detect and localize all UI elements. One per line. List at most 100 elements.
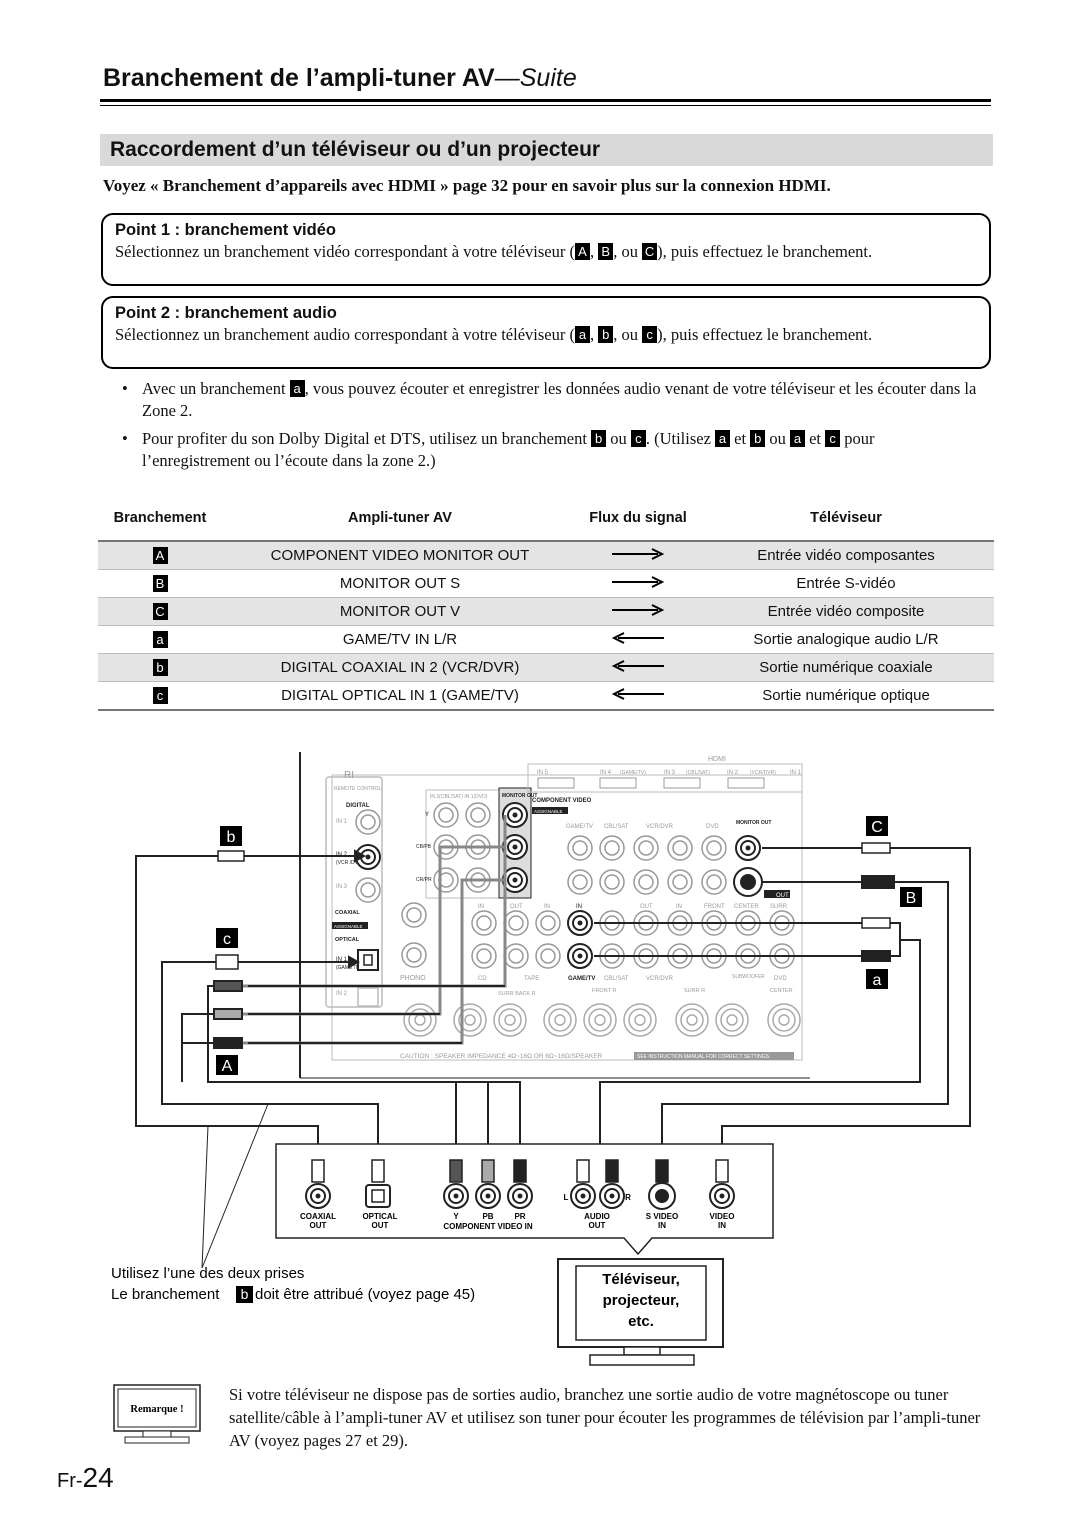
row-label: a: [152, 630, 168, 648]
panel-audio-center: CENTER: [734, 904, 759, 910]
table-row: a GAME/TV IN L/R Sortie analogique audio…: [98, 625, 994, 654]
point2-sep2: , ou: [613, 325, 643, 344]
callout-A: A: [222, 1058, 233, 1075]
connection-diagram: RI REMOTE CONTROL DIGITAL IN 1 IN 2 (VCR…: [111, 752, 971, 1366]
callout-C: C: [871, 819, 883, 836]
table-row: C MONITOR OUT V Entrée vidéo composite: [98, 597, 994, 626]
panel-video-cblsat: CBL/SAT: [604, 824, 629, 830]
row-label: A: [152, 546, 168, 564]
panel-hdmi-in3: IN 3: [664, 770, 676, 776]
point2-sep1: ,: [590, 325, 599, 344]
table-row: A COMPONENT VIDEO MONITOR OUT Entrée vid…: [98, 541, 994, 570]
row-tv: Entrée S-vidéo: [698, 569, 994, 598]
tv-video-in: IN: [718, 1221, 726, 1230]
label-b: b: [750, 430, 766, 447]
label-C: C: [642, 243, 658, 260]
panel-audio-tape: TAPE: [524, 976, 539, 982]
point2-text-a: Sélectionnez un branchement audio corres…: [115, 325, 575, 344]
panel-audio-dvd: DVD: [774, 976, 787, 982]
intro-text: Voyez « Branchement d’appareils avec HDM…: [103, 176, 831, 195]
bullet1-part2: , vous pouvez écouter et enregistrer les…: [142, 379, 977, 420]
cables: [135, 815, 971, 1269]
callout-c: c: [223, 931, 231, 948]
row-label: b: [152, 658, 168, 676]
tv-icon: Téléviseur, projecteur, etc.: [557, 1258, 724, 1366]
callout-b: b: [227, 829, 236, 846]
row-label: C: [152, 602, 168, 620]
point2-box: Point 2 : branchement audio Sélectionnez…: [101, 296, 991, 369]
row-flux-arrow: [578, 569, 698, 598]
label-a: a: [789, 430, 805, 447]
row-tv: Entrée vidéo composantes: [698, 541, 994, 570]
panel-in3: IN 3: [336, 884, 348, 890]
row-label: c: [152, 686, 168, 704]
panel-video-vcrdvr: VCR/DVR: [646, 824, 674, 830]
th-televiseur: Téléviseur: [698, 496, 994, 542]
panel-spk-center: CENTER: [770, 988, 793, 994]
bullet1-part1: Avec un branchement: [142, 379, 290, 398]
note-assign-b: doit être attribué (voyez page 45): [255, 1286, 475, 1303]
panel-audio-vcrdvr: VCR/DVR: [646, 976, 674, 982]
bullet2-et: et: [730, 429, 751, 448]
row-amp: MONITOR OUT S: [222, 569, 578, 598]
panel-audio-cblsat: CBL/SAT: [604, 976, 629, 982]
panel-audio-cd: CD: [478, 976, 487, 982]
arrow-right-icon: [612, 548, 665, 560]
arrow-left-icon: [611, 632, 664, 644]
bullet-list: • Avec un branchement a, vous pouvez éco…: [122, 378, 977, 472]
tv-coaxial: COAXIAL: [300, 1212, 336, 1221]
panel-video-dvd: DVD: [706, 824, 719, 830]
page-prefix: Fr-: [57, 1470, 83, 1492]
label-a: a: [715, 430, 731, 447]
row-amp: MONITOR OUT V: [222, 597, 578, 626]
panel-cb: CB/PB: [416, 844, 432, 850]
panel-in1-opt: IN 1: [336, 957, 348, 963]
panel-optical: OPTICAL: [335, 937, 360, 943]
row-amp: GAME/TV IN L/R: [222, 625, 578, 654]
panel-see-manual: SEE INSTRUCTION MANUAL FOR CORRECT SETTI…: [637, 1054, 770, 1060]
panel-audio-in-3: IN: [576, 904, 582, 910]
header-rule-thick: [100, 99, 991, 102]
bullet2-part2: . (Utilisez: [645, 429, 716, 448]
label-A: A: [575, 243, 590, 260]
tv-audio: AUDIO: [584, 1212, 610, 1221]
tv-r: R: [625, 1193, 631, 1202]
arrow-left-icon: [611, 688, 664, 700]
section-title: Raccordement d’un téléviseur ou d’un pro…: [100, 134, 993, 166]
panel-y: Y: [425, 812, 429, 818]
point1-box: Point 1 : branchement vidéo Sélectionnez…: [101, 213, 991, 286]
callout-B: B: [906, 890, 917, 907]
label-c: c: [630, 430, 646, 447]
label-b: b: [591, 430, 607, 447]
table-row: B MONITOR OUT S Entrée S-vidéo: [98, 569, 994, 598]
tv-box-line2: projecteur,: [603, 1292, 680, 1309]
table-header-row: Branchement Ampli-tuner AV Flux du signa…: [98, 496, 994, 542]
point2-title: Point 2 : branchement audio: [115, 304, 337, 322]
row-flux-arrow: [578, 541, 698, 570]
row-flux-arrow: [578, 597, 698, 626]
panel-cr: CR/PR: [416, 877, 432, 883]
label-b: b: [598, 326, 614, 343]
panel-phono: PHONO: [400, 975, 426, 982]
note-assign-label: b: [241, 1286, 249, 1302]
bullet2-part3: pour l’enregistrement ou l’écoute dans l…: [142, 429, 875, 470]
tv-pb: PB: [482, 1212, 493, 1221]
label-a: a: [289, 380, 305, 397]
arrow-right-icon: [612, 576, 665, 588]
point1-title: Point 1 : branchement vidéo: [115, 221, 336, 239]
panel-video-monitor: MONITOR OUT: [736, 820, 771, 826]
amplifier-back-panel: RI REMOTE CONTROL DIGITAL IN 1 IN 2 (VCR…: [299, 752, 810, 1079]
panel-assignable-2: ASSIGNABLE: [534, 809, 563, 814]
bullet-item-1: • Avec un branchement a, vous pouvez éco…: [122, 379, 977, 420]
panel-audio-in-4: IN: [676, 904, 682, 910]
panel-assignable: ASSIGNABLE: [334, 924, 363, 929]
panel-audio-in-2: IN: [544, 904, 550, 910]
panel-hdmi-in5: IN 5: [537, 770, 549, 776]
tv-l: L: [564, 1193, 569, 1202]
panel-in21: IN 2(CBL/SAT) IN 1(DVD): [430, 794, 488, 800]
remarque-text: Si votre téléviseur ne dispose pas de so…: [229, 1385, 981, 1450]
label-c: c: [825, 430, 841, 447]
point1-text-b: ), puis effectuez le branchement.: [657, 242, 873, 261]
label-c: c: [642, 326, 658, 343]
label-a: a: [575, 326, 590, 343]
